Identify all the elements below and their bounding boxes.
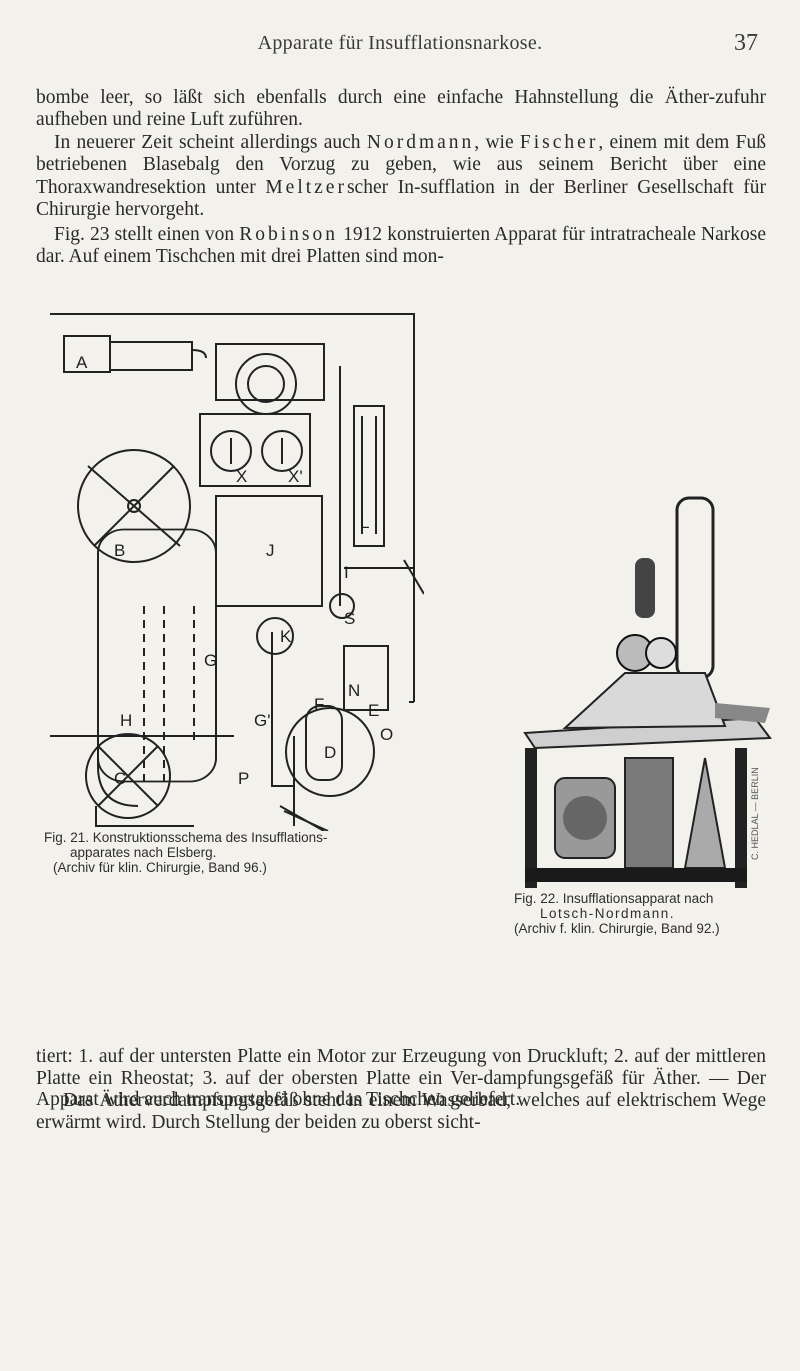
running-title: Apparate für Insufflationsnarkose. (257, 32, 543, 54)
fig22-caption: Fig. 22. Insufflationsapparat nach Lotsc… (514, 891, 800, 936)
vessel-e (343, 645, 389, 711)
author-name: Fischer (519, 132, 599, 153)
caption-line: apparates nach Elsberg. (70, 845, 217, 860)
label-g: G (204, 651, 217, 670)
valve-x (210, 430, 252, 472)
label-d: D (324, 743, 336, 762)
outlet-arrow (403, 559, 424, 595)
label-h: H (120, 711, 132, 730)
rheostat (624, 757, 674, 869)
label-j: J (266, 541, 275, 560)
motor-base (95, 806, 194, 827)
motor-wheel (563, 796, 607, 840)
caption-line: Fig. 22. Insufflationsapparat nach (514, 891, 714, 906)
fig21-schematic: A B C D E F G G' H I J X X' L K N O P S (50, 313, 424, 831)
text-run: , einem mit dem Fuß betriebenen Blasebal… (36, 132, 766, 198)
caption-line: (Archiv f. klin. Chirurgie, Band 92.) (514, 921, 720, 936)
paragraph-1: bombe leer, so läßt sich ebenfalls durch… (36, 87, 766, 131)
gauge-housing (215, 343, 325, 401)
caption-line: Fig. 21. Konstruktionsschema des Insuffl… (44, 830, 328, 845)
label-x: X (236, 467, 247, 486)
valve-s (329, 593, 355, 619)
vessel-d (285, 707, 375, 797)
base-plate (525, 868, 747, 882)
caption-line: (Archiv für klin. Chirurgie, Band 96.) (53, 860, 267, 875)
caption-line: Lotsch-Nordmann. (540, 906, 676, 921)
valve-knob (645, 637, 677, 669)
wheel-b (77, 449, 191, 563)
text-run: scher In-sufflation in der Berliner Gese… (36, 176, 766, 220)
label-k: K (280, 627, 292, 646)
photo-stamp: C. HEDLAL — BERLIN (750, 767, 760, 860)
bottle-h (97, 564, 139, 807)
valve-block (199, 413, 311, 487)
pump-cylinder (110, 341, 193, 371)
text-run: , wie (474, 132, 520, 153)
fig22-photograph: C. HEDLAL — BERLIN (505, 478, 775, 888)
label-e: E (368, 701, 379, 720)
gauge-dial (235, 353, 297, 415)
label-s: S (344, 609, 355, 628)
label-i: I (344, 563, 349, 582)
paragraph-2: In neuerer Zeit scheint allerdings auch … (36, 132, 766, 221)
paragraph-5: Das Ätherverdampfungsgefäß steht in eine… (36, 1090, 766, 1134)
label-x-prime: X' (288, 467, 303, 486)
text-run: 1912 konstruierten Apparat für intratrac… (36, 224, 766, 268)
author-name: Nordmann (366, 132, 475, 153)
label-c: C (114, 769, 126, 788)
author-name: Robinson (239, 224, 339, 245)
label-o: O (380, 725, 393, 744)
valve-x-prime (261, 430, 303, 472)
label-b: B (114, 541, 125, 560)
author-name: Meltzer (265, 176, 347, 198)
vessel-f (305, 705, 343, 781)
ether-vessel (562, 672, 727, 730)
text-run: Fig. 23 stellt einen von (54, 224, 240, 245)
table-leg (525, 748, 537, 888)
page-number: 37 (734, 30, 758, 56)
connecting-tube (271, 632, 294, 787)
label-n: N (348, 681, 360, 700)
wheel-spoke (93, 465, 175, 547)
bottle-h-body (97, 528, 217, 783)
paragraph-3: Fig. 23 stellt einen von Robinson 1912 k… (36, 224, 766, 269)
label-f: F (314, 695, 324, 714)
manometer-l (353, 405, 385, 547)
label-p: P (238, 769, 249, 788)
wheel-hub (127, 499, 141, 513)
valve-g (256, 617, 294, 655)
label-a: A (76, 353, 88, 372)
motor-c (85, 733, 171, 819)
fig21-caption: Fig. 21. Konstruktionsschema des Insuffl… (44, 830, 374, 875)
gauge-inner (247, 365, 285, 403)
paragraph-4: tiert: 1. auf der untersten Platte ein M… (36, 1046, 766, 1110)
drain-tube (283, 810, 329, 831)
label-l: L (360, 513, 369, 532)
outlet-pipe (715, 703, 770, 723)
drip-bottle (635, 558, 655, 618)
pump-tube (191, 349, 207, 359)
table-leg (735, 748, 747, 888)
text-run: In neuerer Zeit scheint allerdings auch (54, 132, 367, 153)
label-g-prime: G' (254, 711, 270, 730)
page-header: Apparate für Insufflationsnarkose. 37 (0, 30, 800, 60)
photo-stamp-group: C. HEDLAL — BERLIN (750, 767, 760, 860)
motor-c-spoke (97, 745, 159, 807)
pump-box (63, 335, 111, 373)
frame-line (50, 313, 415, 702)
